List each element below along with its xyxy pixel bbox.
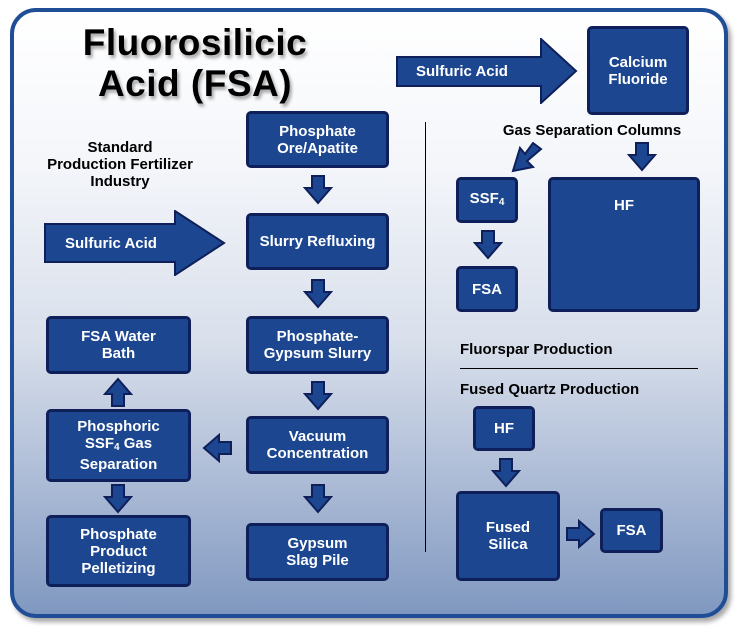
sulfuric-acid-label-left: Sulfuric Acid	[65, 235, 157, 252]
box-vacuum-concentration: Vacuum Concentration	[246, 416, 389, 474]
right-arrow-icon	[566, 519, 596, 549]
down-arrow-icon	[303, 381, 333, 411]
section-divider	[425, 122, 426, 552]
diagram-title: Fluorosilicic Acid (FSA)	[82, 22, 308, 104]
box-phosphate-gypsum-slurry: Phosphate- Gypsum Slurry	[246, 316, 389, 374]
down-arrow-icon	[303, 279, 333, 309]
big-right-arrow-icon	[44, 209, 226, 277]
box-fsa-fused: FSA	[600, 508, 663, 553]
box-phosphate-pelletizing: Phosphate Product Pelletizing	[46, 515, 191, 587]
up-arrow-icon	[103, 377, 133, 407]
box-fsa-gas: FSA	[456, 266, 518, 312]
down-arrow-icon	[103, 484, 133, 514]
box-fsa-water-bath: FSA Water Bath	[46, 316, 191, 374]
down-left-arrow-icon	[511, 142, 543, 173]
fluorspar-divider	[460, 368, 698, 369]
big-right-arrow-icon	[396, 36, 578, 106]
box-gypsum-slag-pile: Gypsum Slag Pile	[246, 523, 389, 581]
fused-quartz-production-heading: Fused Quartz Production	[460, 381, 640, 398]
box-calcium-fluoride: Calcium Fluoride	[587, 26, 689, 115]
down-arrow-icon	[491, 458, 521, 488]
fluorspar-production-heading: Fluorspar Production	[460, 341, 613, 358]
box-fused-silica: Fused Silica	[456, 491, 560, 581]
standard-production-heading: Standard Production Fertilizer Industry	[47, 139, 193, 190]
down-arrow-icon	[303, 484, 333, 514]
sulfuric-acid-arrow-left: Sulfuric Acid	[44, 209, 226, 277]
box-hf-large: HF	[548, 177, 700, 312]
box-hf-small: HF	[473, 406, 535, 451]
box-ssf4: SSF4	[456, 177, 518, 223]
box-phosphoric-gas-separation: Phosphoric SSF4 Gas Separation	[46, 409, 191, 482]
down-arrow-icon	[473, 230, 503, 260]
down-arrow-icon	[627, 142, 657, 172]
gas-separation-columns-heading: Gas Separation Columns	[502, 122, 682, 139]
down-arrow-icon	[303, 175, 333, 205]
sulfuric-acid-arrow-right: Sulfuric Acid	[396, 36, 578, 106]
box-slurry-refluxing: Slurry Refluxing	[246, 213, 389, 270]
sulfuric-acid-label-right: Sulfuric Acid	[416, 63, 508, 80]
box-phosphate-ore: Phosphate Ore/Apatite	[246, 111, 389, 168]
left-arrow-icon	[202, 433, 232, 463]
